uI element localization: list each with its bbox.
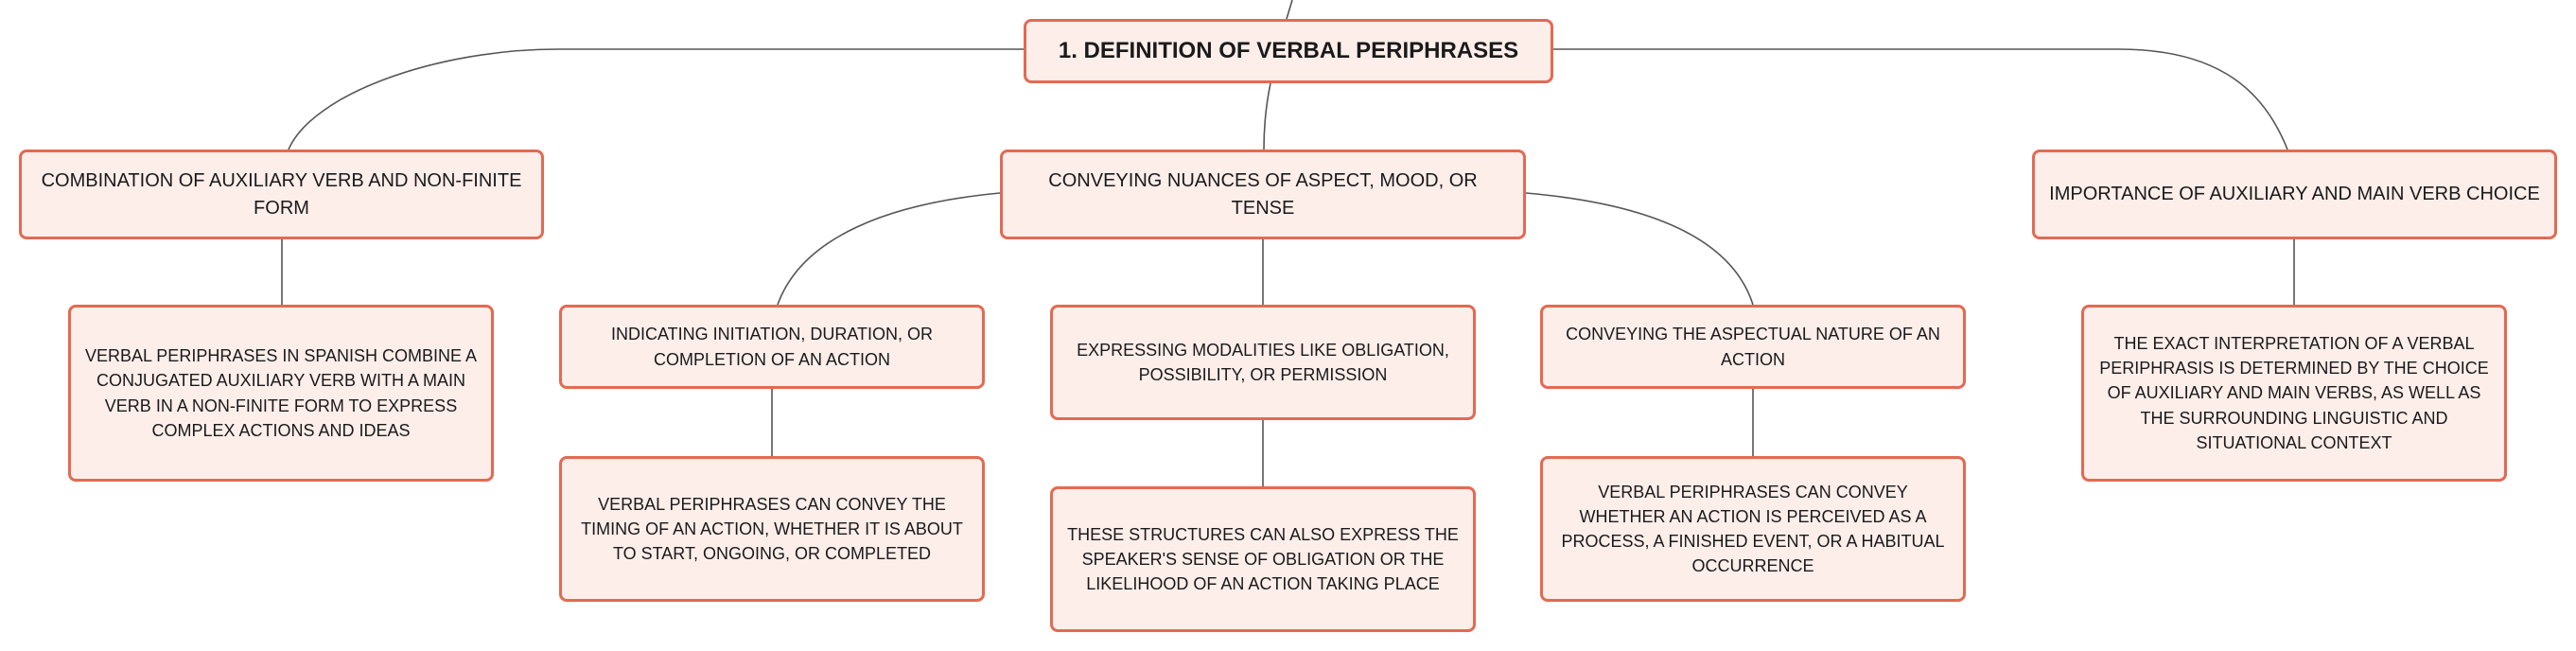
leaf-node-spanish-combination[interactable]: VERBAL PERIPHRASES IN SPANISH COMBINE A …	[68, 305, 494, 482]
connector-center-sub-aspectual	[1525, 192, 1754, 306]
branch-node-nuances[interactable]: CONVEYING NUANCES OF ASPECT, MOOD, OR TE…	[1000, 150, 1526, 239]
connector-root-branch-left	[288, 48, 1024, 150]
subtopic-node-modalities[interactable]: EXPRESSING MODALITIES LIKE OBLIGATION, P…	[1050, 305, 1476, 420]
branch-node-auxiliary-combination[interactable]: COMBINATION OF AUXILIARY VERB AND NON-FI…	[19, 150, 544, 239]
subtopic-node-aspectual-nature[interactable]: CONVEYING THE ASPECTUAL NATURE OF AN ACT…	[1540, 305, 1966, 389]
leaf-node-interpretation-context[interactable]: THE EXACT INTERPRETATION OF A VERBAL PER…	[2081, 305, 2507, 482]
root-topic-node[interactable]: 1. DEFINITION OF VERBAL PERIPHRASES	[1024, 19, 1553, 83]
connector-root-parent	[1286, 0, 1293, 20]
branch-node-verb-choice[interactable]: IMPORTANCE OF AUXILIARY AND MAIN VERB CH…	[2032, 150, 2557, 239]
connector-root-branch-right	[1553, 48, 2288, 150]
leaf-node-obligation-likelihood[interactable]: THESE STRUCTURES CAN ALSO EXPRESS THE SP…	[1050, 486, 1476, 632]
connector-root-branch-center	[1263, 82, 1271, 150]
leaf-node-timing[interactable]: VERBAL PERIPHRASES CAN CONVEY THE TIMING…	[559, 456, 985, 602]
subtopic-node-initiation-duration[interactable]: INDICATING INITIATION, DURATION, OR COMP…	[559, 305, 985, 389]
leaf-node-process-event[interactable]: VERBAL PERIPHRASES CAN CONVEY WHETHER AN…	[1540, 456, 1966, 602]
connector-center-sub-initiation	[777, 192, 1001, 306]
